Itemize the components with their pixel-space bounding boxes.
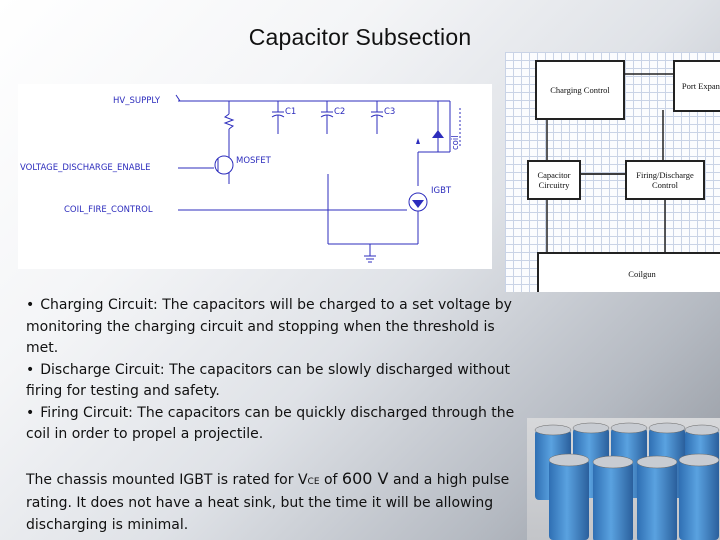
block-diagram: Charging Control Port Expansion Capacito… [505,52,720,292]
paragraph-text-of: of [319,471,342,488]
coil-fire-control-label: COIL_FIRE_CONTROL [64,205,153,215]
coil-label: coil [451,135,461,150]
bullet-discharge: •Discharge Circuit: The capacitors can b… [26,360,516,403]
igbt-label: IGBT [431,186,452,196]
charging-control-block: Charging Control [535,60,625,120]
igbt-paragraph: The chassis mounted IGBT is rated for VC… [26,468,516,537]
capacitor-schematic: HV_SUPPLY C1 C2 C3 coil MOSFET VOLTAGE_D… [18,84,492,269]
bullet-marker: • [26,297,35,313]
c3-label: C3 [384,107,395,117]
bullet-firing: •Firing Circuit: The capacitors can be q… [26,403,516,446]
bullet-charging: •Charging Circuit: The capacitors will b… [26,295,516,360]
capacitor-circuitry-block: Capacitor Circuitry [527,160,581,200]
voltage-discharge-enable-label: VOLTAGE_DISCHARGE_ENABLE [20,163,151,173]
bullet-marker: • [26,361,35,378]
bullet-text: Discharge Circuit: The capacitors can be… [26,361,511,400]
hv-supply-label: HV_SUPPLY [113,96,161,106]
capacitor-photo [527,418,720,540]
c2-label: C2 [334,107,345,117]
coilgun-block: Coilgun [537,252,720,292]
bullet-text: Charging Circuit: The capacitors will be… [26,297,512,356]
vce-subscript: CE [307,476,320,487]
slide-title: Capacitor Subsection [248,24,472,50]
firing-discharge-control-block: Firing/Discharge Control [625,160,705,200]
mosfet-label: MOSFET [236,156,272,166]
bullet-marker: • [26,404,35,421]
paragraph-text-start: The chassis mounted IGBT is rated for V [26,471,308,488]
paragraph-text-end: and a high pulse rating. It does not hav… [26,471,510,533]
bullet-text: Firing Circuit: The capacitors can be qu… [26,404,515,443]
c1-label: C1 [285,107,296,117]
port-expansion-block: Port Expansion [673,60,720,112]
capacitor-photo-image [534,422,720,540]
schematic-drawing: HV_SUPPLY C1 C2 C3 coil MOSFET VOLTAGE_D… [20,94,461,263]
voltage-rating: 600 V [341,468,389,488]
slide-body: •Charging Circuit: The capacitors will b… [26,295,516,536]
